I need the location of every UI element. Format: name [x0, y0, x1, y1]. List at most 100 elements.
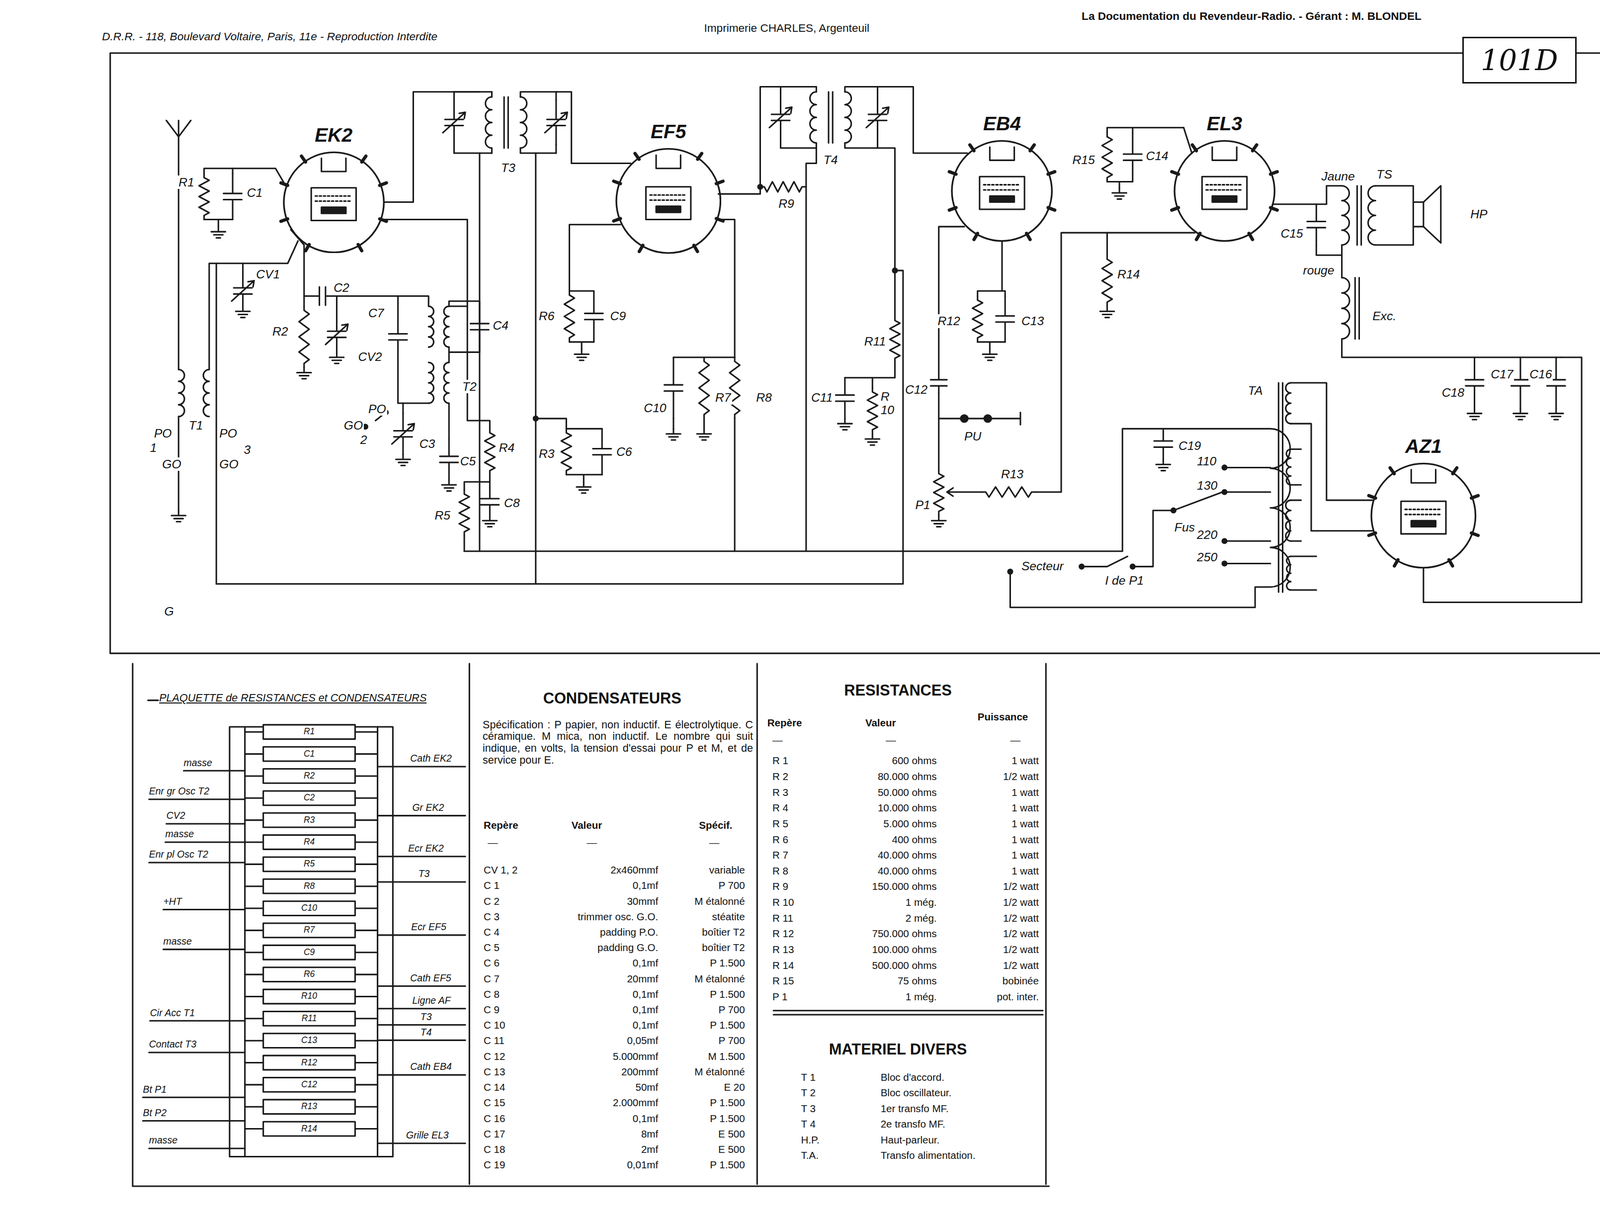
coil-symbol [844, 91, 852, 144]
table-cell: T 1 [801, 1071, 816, 1084]
wire [520, 91, 557, 154]
component-label: R 10 [879, 389, 899, 417]
table-cell: C 17 [483, 1128, 506, 1140]
board-component-label: C2 [303, 793, 315, 803]
ground-symbol [1513, 408, 1528, 420]
component-label: P1 [914, 498, 931, 512]
table-cell: C 7 [483, 973, 500, 985]
tube-cathode [1212, 195, 1237, 202]
resistor-symbol [698, 357, 710, 419]
wire [1106, 127, 1184, 188]
table-cell: 1 watt [1011, 786, 1039, 799]
table-cell: R 6 [772, 834, 789, 846]
board-component-label: R10 [301, 991, 318, 1002]
component-label: C13 [1020, 314, 1045, 328]
terminal-board [229, 726, 393, 1157]
terminal-label: Gr EK2 [412, 802, 444, 813]
table-cell: R 12 [772, 927, 794, 940]
table-cell: 2.000mmf [612, 1096, 659, 1109]
ground-symbol [1548, 408, 1564, 420]
table-cell: T 4 [801, 1118, 816, 1130]
ground-symbol [329, 351, 344, 364]
table-cell: P 700 [718, 1004, 745, 1016]
board-component-label: R11 [301, 1013, 318, 1023]
resistor-symbol [564, 290, 575, 342]
wire [332, 295, 429, 307]
terminal-lead [163, 908, 245, 911]
wire [1341, 245, 1343, 278]
schematic [110, 53, 1600, 1186]
wire [1342, 338, 1562, 358]
wire [453, 91, 455, 154]
selector-lever [1173, 492, 1223, 511]
ground-symbol [576, 481, 591, 494]
component-label: C10 [642, 401, 668, 415]
wire [780, 86, 817, 149]
board-component-label: C1 [303, 749, 315, 759]
wire [1224, 562, 1271, 565]
component-label: R14 [1116, 267, 1141, 281]
heading-dash [148, 699, 159, 701]
component-label: C9 [609, 309, 627, 323]
component-label: C1 [246, 185, 264, 200]
component-body [263, 989, 356, 1004]
antenna-symbol [166, 120, 191, 370]
tube-envelope [1371, 463, 1476, 568]
table-cell: E 20 [723, 1081, 745, 1094]
node-label: 101D [1480, 44, 1559, 77]
table-cell: T 2 [801, 1087, 816, 1099]
wire [448, 346, 450, 363]
table-cell: 1/2 watt [1003, 880, 1039, 893]
wire [336, 295, 338, 317]
ground-symbol [1156, 459, 1171, 471]
table-cell: R 13 [772, 943, 794, 956]
component-label: R2 [271, 324, 289, 338]
resistor-symbol [933, 469, 944, 516]
table-cell: 2e transfo MF. [880, 1118, 946, 1130]
ground-symbol [696, 428, 712, 440]
component-body [263, 1099, 356, 1114]
table-cell: 80.000 ohms [877, 770, 937, 783]
component-label: R13 [1000, 467, 1025, 481]
potentiometer-wiper [946, 487, 956, 496]
tube-filament [1212, 147, 1237, 161]
table-cell: 40.000 ohms [877, 849, 937, 861]
table-cell: 1 watt [1011, 849, 1039, 861]
table-cell: P 700 [718, 1034, 745, 1047]
board-component-label: R7 [303, 925, 315, 935]
table-cell: C 9 [483, 1004, 500, 1016]
table-header: Valeur [865, 717, 897, 729]
capacitor-symbol [312, 286, 333, 306]
ground-symbol [982, 348, 998, 361]
table-cell: bobinée [1002, 975, 1039, 987]
table-cell: 30mmf [626, 895, 659, 908]
wire [566, 427, 602, 430]
junction-dot [1130, 564, 1135, 569]
tube-plate [311, 187, 356, 221]
terminal-lead [163, 948, 245, 950]
component-label: C6 [615, 444, 633, 459]
terminal-label: masse [163, 935, 192, 947]
table-cell: E 500 [718, 1128, 746, 1140]
coil-symbol [1286, 556, 1291, 590]
terminal-lead [377, 1007, 466, 1010]
component-label: R6 [537, 309, 556, 323]
tube-grid [1206, 184, 1244, 190]
component-label: I de P1 [1103, 573, 1145, 588]
wire [463, 535, 466, 552]
component-label: GO [342, 418, 364, 432]
component-body [263, 856, 356, 872]
wire [1316, 245, 1342, 256]
tube-filament [989, 147, 1014, 161]
wire [467, 306, 490, 429]
wire [555, 91, 557, 154]
component-body [263, 724, 356, 740]
coil-symbol [1285, 382, 1291, 424]
terminal-label: masse [165, 828, 194, 840]
wire [815, 86, 818, 149]
component-label: PU [963, 429, 983, 443]
wire [844, 86, 878, 149]
component-body [263, 1033, 356, 1048]
ground-symbol [931, 515, 946, 527]
